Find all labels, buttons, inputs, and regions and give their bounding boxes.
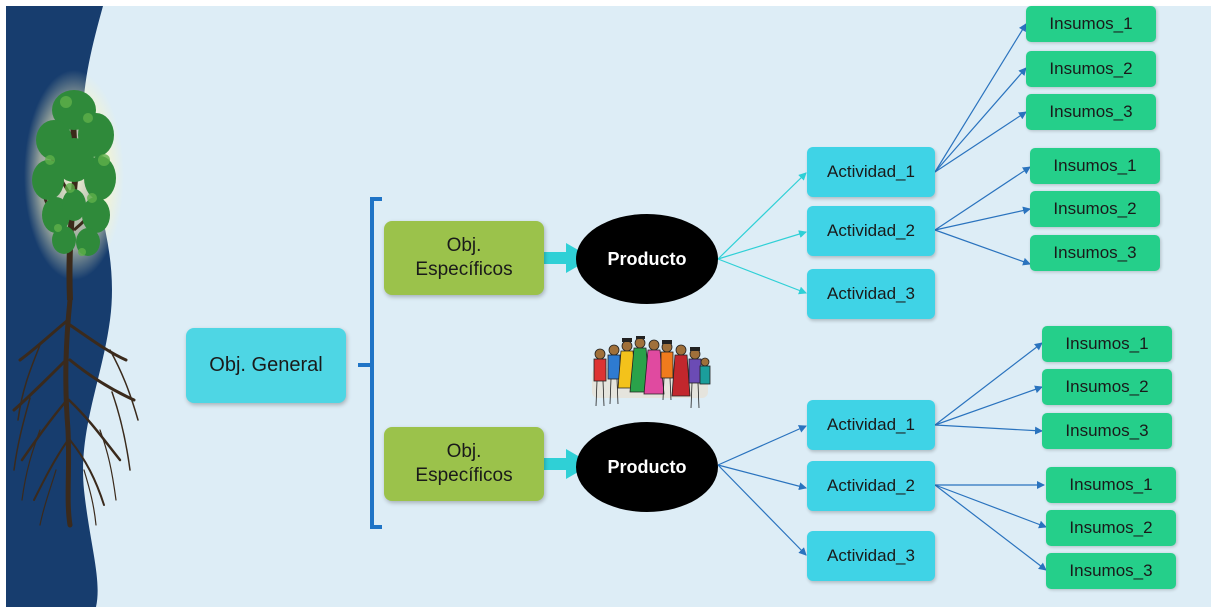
insumos-box-1-2-2: Insumos_2 <box>1030 191 1160 227</box>
insumos-label: Insumos_1 <box>1053 156 1137 175</box>
actividad-box-2-2: Actividad_2 <box>807 461 935 511</box>
actividad-1-1-links <box>934 23 1027 173</box>
insumos-label: Insumos_1 <box>1069 475 1153 494</box>
insumos-box-2-2-2: Insumos_2 <box>1046 510 1176 546</box>
producto-label: Producto <box>607 456 687 477</box>
insumos-label: Insumos_2 <box>1069 518 1153 537</box>
producto-1-links <box>717 172 807 295</box>
insumos-box-1-2-1: Insumos_1 <box>1030 148 1160 184</box>
insumos-box-2-1-3: Insumos_3 <box>1042 413 1172 449</box>
actividad-box-1-2: Actividad_2 <box>807 206 935 256</box>
insumos-box-2-2-3: Insumos_3 <box>1046 553 1176 589</box>
actividad-box-2-3: Actividad_3 <box>807 531 935 581</box>
actividad-1-2-links <box>934 166 1031 266</box>
actividad-label: Actividad_1 <box>827 415 915 434</box>
actividad-label: Actividad_2 <box>827 476 915 495</box>
actividad-2-2-links <box>934 481 1047 571</box>
obj-especifico-line2: Específicos <box>415 259 513 280</box>
insumos-label: Insumos_1 <box>1049 14 1133 33</box>
insumos-box-1-1-2: Insumos_2 <box>1026 51 1156 87</box>
insumos-box-1-1-1: Insumos_1 <box>1026 6 1156 42</box>
insumos-label: Insumos_2 <box>1065 377 1149 396</box>
insumos-label: Insumos_2 <box>1049 59 1133 78</box>
obj-especifico-line1: Obj. <box>446 441 482 462</box>
obj-general-label: Obj. General <box>209 354 323 376</box>
tree-illustration <box>12 70 139 528</box>
actividad-box-2-1: Actividad_1 <box>807 400 935 450</box>
bracket-connector <box>358 197 382 529</box>
insumos-box-2-1-2: Insumos_2 <box>1042 369 1172 405</box>
producto-ellipse-1: Producto <box>576 214 718 304</box>
actividad-label: Actividad_1 <box>827 162 915 181</box>
insumos-label: Insumos_3 <box>1049 102 1133 121</box>
insumos-box-2-2-1: Insumos_1 <box>1046 467 1176 503</box>
actividad-box-1-3: Actividad_3 <box>807 269 935 319</box>
insumos-label: Insumos_1 <box>1065 334 1149 353</box>
actividad-2-1-links <box>934 342 1043 435</box>
insumos-label: Insumos_3 <box>1053 243 1137 262</box>
actividad-label: Actividad_2 <box>827 221 915 240</box>
insumos-box-1-2-3: Insumos_3 <box>1030 235 1160 271</box>
obj-general-box: Obj. General <box>186 328 346 403</box>
people-illustration <box>592 336 711 409</box>
producto-2-links <box>717 425 807 556</box>
actividad-label: Actividad_3 <box>827 284 915 303</box>
obj-especifico-box-1: Obj. Específicos <box>384 221 544 295</box>
insumos-label: Insumos_3 <box>1065 421 1149 440</box>
actividad-box-1-1: Actividad_1 <box>807 147 935 197</box>
insumos-box-2-1-1: Insumos_1 <box>1042 326 1172 362</box>
insumos-label: Insumos_3 <box>1069 561 1153 580</box>
obj-especifico-line1: Obj. <box>446 235 482 256</box>
producto-ellipse-2: Producto <box>576 422 718 512</box>
obj-especifico-box-2: Obj. Específicos <box>384 427 544 501</box>
obj-especifico-line2: Específicos <box>415 465 513 486</box>
insumos-box-1-1-3: Insumos_3 <box>1026 94 1156 130</box>
actividad-label: Actividad_3 <box>827 546 915 565</box>
producto-label: Producto <box>607 248 687 269</box>
background-panel <box>6 6 1211 607</box>
insumos-label: Insumos_2 <box>1053 199 1137 218</box>
